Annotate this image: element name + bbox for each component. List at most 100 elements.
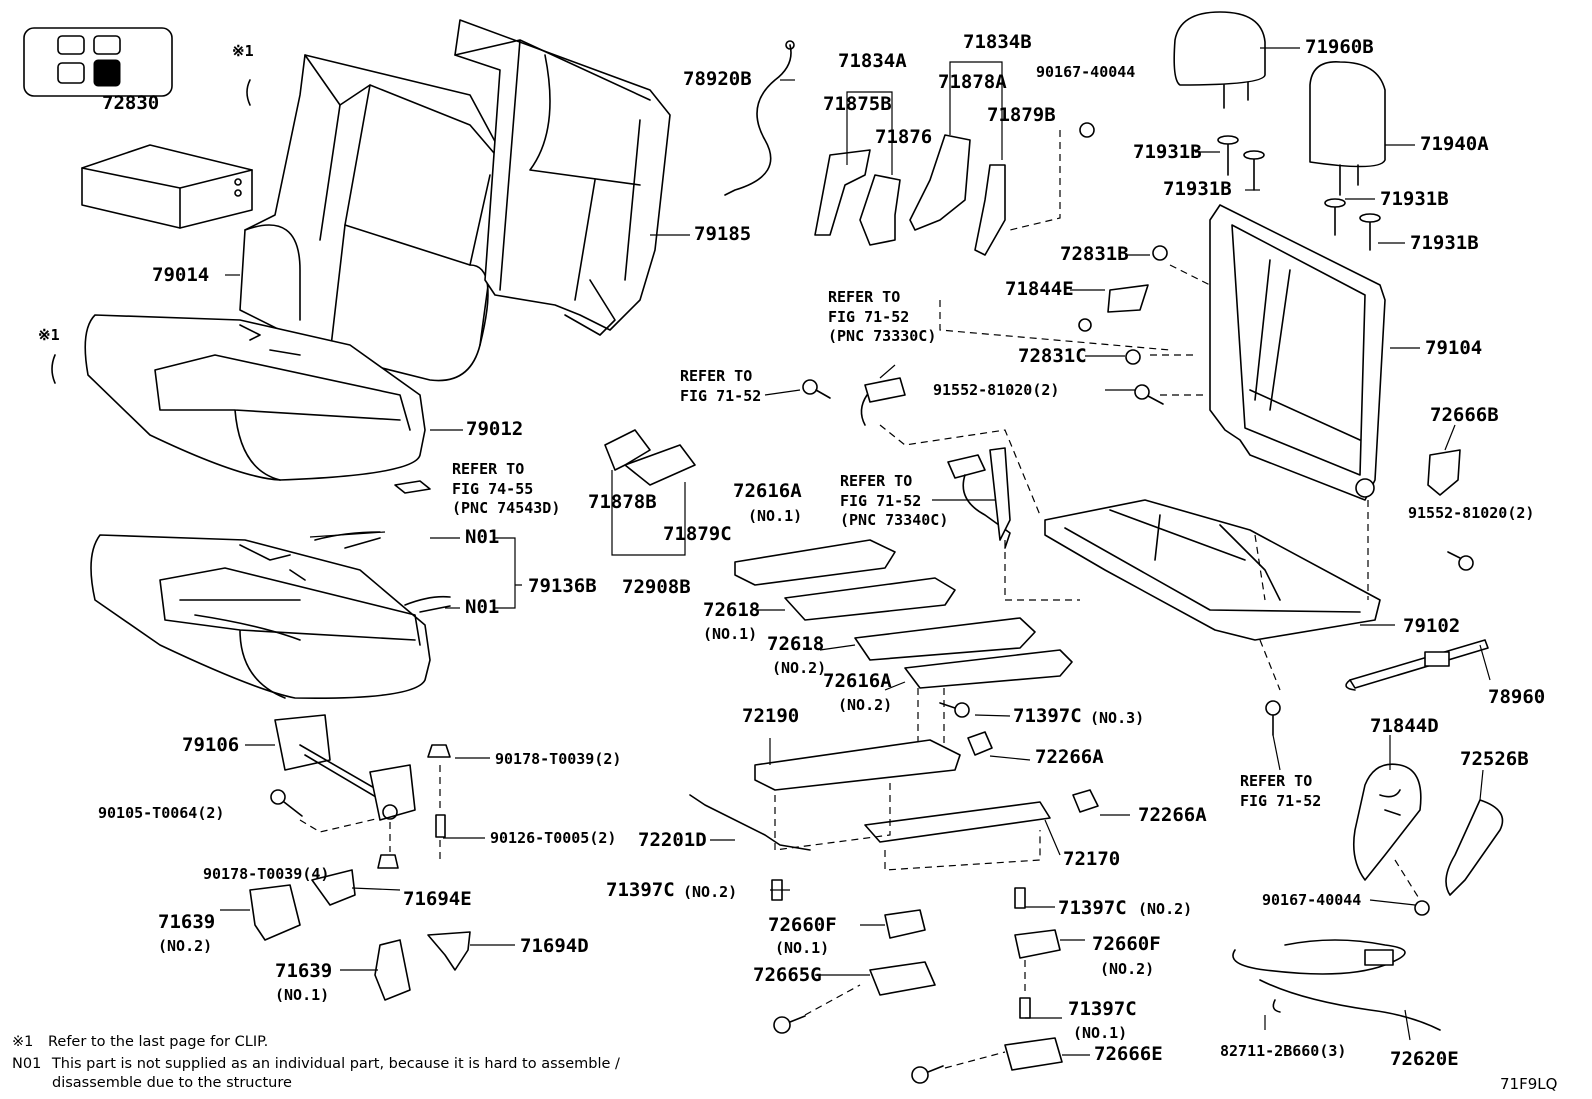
- trim-72616A-no2: [904, 649, 1073, 689]
- clip-72266A-a: [967, 731, 993, 756]
- refer-74543D[interactable]: REFER TO FIG 74-55 (PNC 74543D): [452, 460, 560, 519]
- buckle-73330C: [860, 377, 906, 426]
- label-90178-b[interactable]: 90178-T0039(4): [203, 865, 330, 883]
- label-90167-bottom[interactable]: 90167-40044: [1262, 891, 1362, 909]
- label-72616A-no1[interactable]: 72616A: [733, 480, 802, 502]
- refer-74543D-line2: FIG 74-55: [452, 479, 534, 498]
- label-71960B[interactable]: 71960B: [1305, 36, 1374, 58]
- trim-72618-no1: [784, 577, 956, 621]
- refer-74543D-line3: (PNC 74543D): [452, 499, 561, 517]
- refer-fig-71-52-a-line1: REFER TO: [680, 367, 753, 385]
- label-72170[interactable]: 72170: [1063, 848, 1121, 870]
- label-82711[interactable]: 82711-2B660(3): [1220, 1042, 1347, 1060]
- label-71694E[interactable]: 71694E: [403, 888, 472, 910]
- label-72618-no2[interactable]: 72618: [767, 633, 825, 655]
- guide-frame-lower: [879, 424, 1369, 691]
- label-71834A[interactable]: 71834A: [838, 50, 907, 72]
- label-72666B[interactable]: 72666B: [1430, 404, 1499, 426]
- seatback-frame-79104: [1209, 204, 1386, 501]
- label-71931B-1[interactable]: 71931B: [1133, 141, 1202, 163]
- label-71878B[interactable]: 71878B: [588, 491, 657, 513]
- label-72660F-no1[interactable]: 72660F: [768, 914, 837, 936]
- label-72190[interactable]: 72190: [742, 705, 800, 727]
- cover-71876: [859, 174, 901, 246]
- label-72830[interactable]: 72830: [102, 92, 160, 114]
- qual-71639-no2: (NO.2): [158, 937, 213, 955]
- armrest-72830-illustration: [81, 144, 253, 229]
- refer-fig-71-52-b[interactable]: REFER TO FIG 71-52: [1240, 772, 1321, 811]
- refer-fig-71-52-a[interactable]: REFER TO FIG 71-52: [680, 367, 761, 406]
- label-90178-a[interactable]: 90178-T0039(2): [495, 750, 622, 768]
- label-71875B[interactable]: 71875B: [823, 93, 892, 115]
- label-71639-no2[interactable]: 71639: [158, 911, 216, 933]
- qual-72660F-no2: (NO.2): [1100, 960, 1155, 978]
- label-72660F-no2[interactable]: 72660F: [1092, 933, 1161, 955]
- label-71879C[interactable]: 71879C: [663, 523, 732, 545]
- cover-71879B: [974, 164, 1006, 256]
- label-71940A[interactable]: 71940A: [1420, 133, 1489, 155]
- harness-connector: [1364, 949, 1394, 966]
- label-N01-a[interactable]: N01: [465, 526, 500, 548]
- label-72665G[interactable]: 72665G: [753, 964, 822, 986]
- refer-73340C-line3: (PNC 73340C): [840, 511, 949, 529]
- cover-71639-no1: [374, 939, 411, 1001]
- label-72201D[interactable]: 72201D: [638, 829, 707, 851]
- label-71639-no1[interactable]: 71639: [275, 960, 333, 982]
- label-71397C-no2-a[interactable]: 71397C: [606, 879, 675, 901]
- label-71931B-3[interactable]: 71931B: [1380, 188, 1449, 210]
- label-71879B[interactable]: 71879B: [987, 104, 1056, 126]
- label-71694D[interactable]: 71694D: [520, 935, 589, 957]
- guide-rails-dashes: [774, 780, 1041, 871]
- label-72831B[interactable]: 72831B: [1060, 243, 1129, 265]
- label-72908B[interactable]: 72908B: [622, 576, 691, 598]
- label-72526B[interactable]: 72526B: [1460, 748, 1529, 770]
- label-78920B[interactable]: 78920B: [683, 68, 752, 90]
- clip-90167-bottom: [1414, 900, 1430, 916]
- label-71878A[interactable]: 71878A: [938, 71, 1007, 93]
- label-79185[interactable]: 79185: [694, 223, 752, 245]
- label-79102[interactable]: 79102: [1403, 615, 1461, 637]
- label-72666E[interactable]: 72666E: [1094, 1043, 1163, 1065]
- footnote-clip-text: Refer to the last page for CLIP.: [47, 1034, 269, 1050]
- label-72831C[interactable]: 72831C: [1018, 345, 1087, 367]
- qual-71397C-no2-b: (NO.2): [1138, 900, 1193, 918]
- bolt-71397C-no2-b: [1014, 887, 1026, 909]
- refer-73340C-line2: FIG 71-52: [840, 491, 922, 510]
- label-79014[interactable]: 79014: [152, 264, 210, 286]
- footnote-n01-cont: disassemble due to the structure: [52, 1075, 292, 1091]
- label-71876[interactable]: 71876: [875, 126, 933, 148]
- label-78960[interactable]: 78960: [1488, 686, 1546, 708]
- switch-panel-icon: [23, 27, 173, 97]
- qual-71397C-no3: (NO.3): [1090, 709, 1145, 727]
- label-N01-b[interactable]: N01: [465, 596, 500, 618]
- label-71931B-4[interactable]: 71931B: [1410, 232, 1479, 254]
- label-71397C-no2-b[interactable]: 71397C: [1058, 897, 1127, 919]
- label-90126[interactable]: 90126-T0005(2): [490, 829, 617, 847]
- label-91552-left[interactable]: 91552-81020(2): [933, 381, 1060, 399]
- trim-72618-no2: [854, 617, 1036, 661]
- label-72266A-2[interactable]: 72266A: [1138, 804, 1207, 826]
- label-71397C-no3[interactable]: 71397C: [1013, 705, 1082, 727]
- label-72620E[interactable]: 72620E: [1390, 1048, 1459, 1070]
- refer-73330C[interactable]: REFER TO FIG 71-52 (PNC 73330C): [828, 288, 936, 347]
- label-72266A-1[interactable]: 72266A: [1035, 746, 1104, 768]
- label-90167-top[interactable]: 90167-40044: [1036, 63, 1136, 81]
- label-71397C-no1[interactable]: 71397C: [1068, 998, 1137, 1020]
- label-71844E[interactable]: 71844E: [1005, 278, 1074, 300]
- label-90105[interactable]: 90105-T0064(2): [98, 804, 225, 822]
- cover-72666E: [1004, 1037, 1063, 1071]
- label-79104[interactable]: 79104: [1425, 337, 1483, 359]
- label-79012[interactable]: 79012: [466, 418, 524, 440]
- label-71931B-2[interactable]: 71931B: [1163, 178, 1232, 200]
- label-79106[interactable]: 79106: [182, 734, 240, 756]
- label-91552-right[interactable]: 91552-81020(2): [1408, 504, 1535, 522]
- figure-code: 71F9LQ: [1500, 1075, 1558, 1093]
- label-71844D[interactable]: 71844D: [1370, 715, 1439, 737]
- refer-73340C[interactable]: REFER TO FIG 71-52 (PNC 73340C): [840, 472, 948, 531]
- label-72616A-no2[interactable]: 72616A: [823, 670, 892, 692]
- bracket-72666B: [1427, 449, 1461, 496]
- label-71834B[interactable]: 71834B: [963, 31, 1032, 53]
- label-72618-no1[interactable]: 72618: [703, 599, 761, 621]
- label-79136B[interactable]: 79136B: [528, 575, 597, 597]
